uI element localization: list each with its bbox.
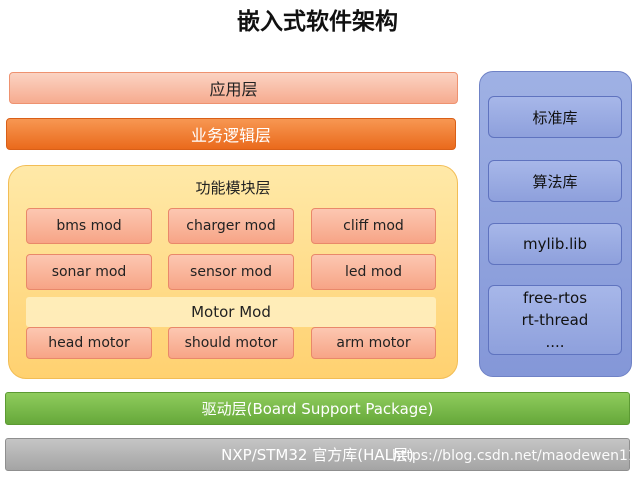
- lib-mylib: mylib.lib: [488, 223, 622, 265]
- business-logic-layer: 业务逻辑层: [6, 118, 456, 150]
- watermark-text: https://blog.csdn.net/maodewen11: [392, 448, 635, 464]
- lib-algorithm: 算法库: [488, 160, 622, 202]
- lib-standard: 标准库: [488, 96, 622, 138]
- diagram-title: 嵌入式软件架构: [237, 9, 398, 35]
- rtos-line-free-rtos: free-rtos: [522, 289, 588, 307]
- module-bms: bms mod: [26, 208, 152, 244]
- motor-mod-title: Motor Mod: [26, 297, 436, 327]
- module-led: led mod: [311, 254, 436, 290]
- module-head-motor: head motor: [26, 327, 152, 359]
- module-sensor: sensor mod: [168, 254, 294, 290]
- module-should-motor: should motor: [168, 327, 294, 359]
- hal-layer: NXP/STM32 官方库(HAL层): [5, 438, 630, 471]
- rtos-line-ellipsis: ....: [545, 333, 565, 351]
- module-cliff: cliff mod: [311, 208, 436, 244]
- module-charger: charger mod: [168, 208, 294, 244]
- lib-rtos: free-rtos rt-thread ....: [488, 285, 622, 355]
- bsp-driver-layer: 驱动层(Board Support Package): [5, 392, 630, 425]
- rtos-line-rt-thread: rt-thread: [521, 311, 589, 329]
- module-arm-motor: arm motor: [311, 327, 436, 359]
- module-sonar: sonar mod: [26, 254, 152, 290]
- functional-layer-title: 功能模块层: [195, 178, 271, 197]
- app-layer: 应用层: [9, 72, 458, 104]
